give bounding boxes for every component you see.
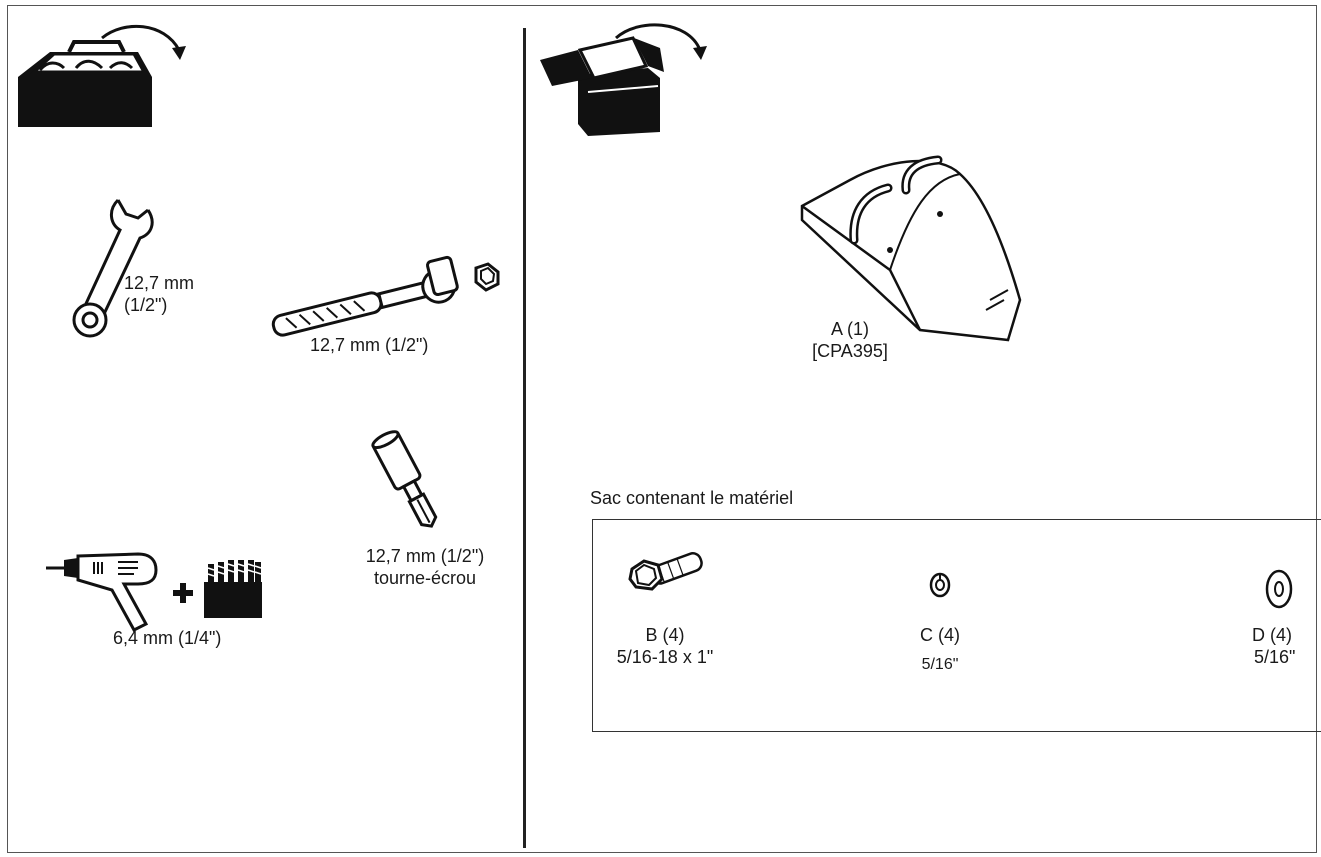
wrench-icon [72,198,154,338]
bracket-part-label: A (1) [830,319,869,339]
hardware-bag-title: Sac contenant le matériel [590,488,794,508]
bolt-icon [628,552,703,591]
ratchet-size-label: 12,7 mm (1/2") [310,335,429,355]
nut-driver-size-label: 12,7 mm (1/2") [365,546,485,566]
drill-size-label: 6,4 mm (1/4") [113,628,222,648]
plus-icon [173,583,193,603]
lock-washer-part-label: C (4) [920,625,960,645]
drill-icon [46,552,158,632]
flat-washer-size-label: 5/16" [1254,647,1296,667]
column-divider [523,28,526,848]
drill-bits-icon [204,560,262,618]
bracket-icon [800,155,1022,342]
nut-driver-icon [371,430,438,528]
flat-washer-part-label: D (4) [1252,625,1292,645]
bolt-part-label: B (4) [645,625,685,645]
toolbox-icon [18,24,186,127]
flat-washer-icon [1265,569,1293,609]
lock-washer-icon [929,572,951,598]
lock-washer-size-label: 5/16" [921,656,959,673]
hardware-bag-box [592,519,1321,732]
open-box-icon [540,23,707,136]
page-frame [7,5,1317,853]
bracket-model-label: [CPA395] [812,341,888,361]
wrench-size-inch-label: (1/2") [124,295,168,315]
nut-driver-type-label: tourne-écrou [373,568,477,588]
ratchet-icon [271,255,500,337]
bolt-size-label: 5/16-18 x 1" [616,647,714,667]
wrench-size-label: 12,7 mm [124,273,195,293]
